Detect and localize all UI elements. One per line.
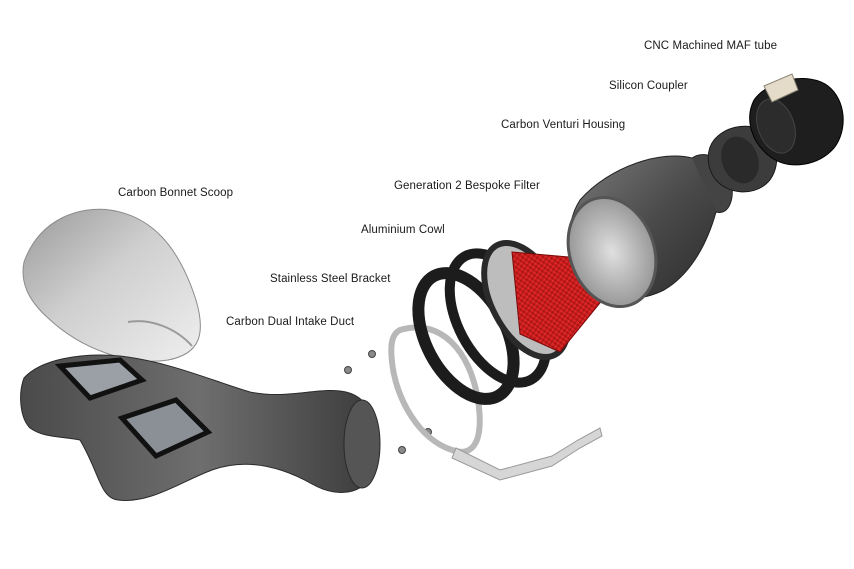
label-silicon-coupler: Silicon Coupler (609, 80, 688, 92)
label-maf-tube: CNC Machined MAF tube (644, 40, 778, 52)
bonnet-scoop-part (22, 208, 201, 362)
label-venturi-housing: Carbon Venturi Housing (501, 119, 626, 131)
label-filter: Generation 2 Bespoke Filter (394, 180, 540, 192)
label-bonnet-scoop: Carbon Bonnet Scoop (118, 187, 234, 199)
intake-duct-part (20, 354, 381, 501)
label-steel-bracket: Stainless Steel Bracket (270, 273, 391, 285)
steel-bracket-part (388, 324, 603, 481)
label-intake-duct: Carbon Dual Intake Duct (226, 316, 355, 328)
maf-tube-part (749, 73, 844, 166)
label-aluminium-cowl: Aluminium Cowl (361, 224, 445, 236)
